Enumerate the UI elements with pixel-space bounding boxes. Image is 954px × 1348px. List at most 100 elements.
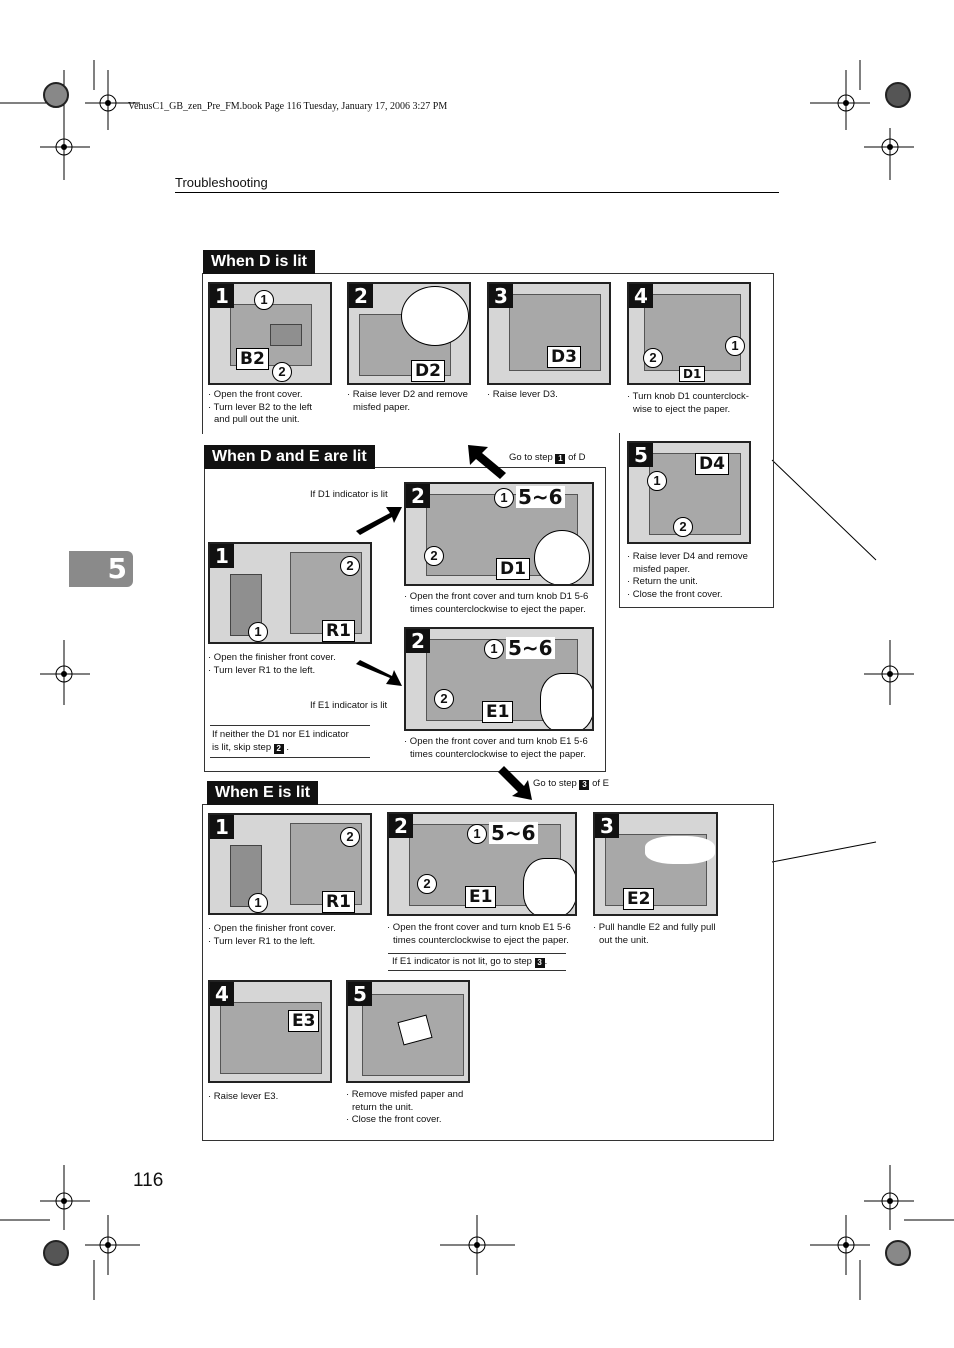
- callout-2: 2: [643, 348, 663, 368]
- caption-line: · Raise lever D2 and remove: [347, 389, 468, 402]
- zoom-inset: [401, 286, 469, 346]
- step-number: 2: [406, 484, 430, 508]
- caption-line: · Open the finisher front cover.: [208, 923, 336, 936]
- caption-line: return the unit.: [346, 1102, 463, 1115]
- lever-label-r1: R1: [322, 891, 355, 913]
- arrow-to-d1-step: [354, 503, 404, 535]
- step-d-2-illustration: 2 D2: [347, 282, 471, 385]
- knob-inset: [534, 530, 590, 586]
- callout-2: 2: [424, 546, 444, 566]
- section-d-heading: When D is lit: [203, 250, 315, 274]
- note-text: If E1 indicator is not lit, go to step: [392, 956, 532, 967]
- knob-inset: [523, 858, 577, 916]
- caption-line: out the unit.: [593, 935, 716, 948]
- note-text: is lit, skip step: [212, 742, 271, 753]
- arrow-to-e1-step: [354, 660, 404, 692]
- caption-line: · Raise lever D3.: [487, 389, 558, 402]
- step-number: 2: [406, 629, 430, 653]
- goto-text: of E: [592, 778, 609, 789]
- caption-line: · Open the front cover.: [208, 389, 312, 402]
- step-number: 1: [210, 284, 234, 308]
- caption-line: · Open the front cover and turn knob E1 …: [404, 736, 588, 749]
- step-ref-box: 3: [535, 958, 545, 968]
- caption-line: wise to eject the paper.: [627, 404, 749, 417]
- step-d-4-caption: · Turn knob D1 counterclock- wise to eje…: [627, 391, 749, 416]
- step-d-3-caption: · Raise lever D3.: [487, 389, 558, 402]
- knob-label-d1: D1: [679, 366, 705, 382]
- callout-1: 1: [494, 488, 514, 508]
- callout-1: 1: [725, 336, 745, 356]
- caption-line: · Turn lever B2 to the left: [208, 402, 312, 415]
- step-e-4-illustration: 4 E3: [208, 980, 332, 1083]
- step-d-5-illustration: 5 D4 1 2: [627, 441, 751, 544]
- step-e-3-caption: · Pull handle E2 and fully pull out the …: [593, 922, 716, 947]
- caption-line: · Return the unit.: [627, 576, 748, 589]
- callout-1: 1: [467, 824, 487, 844]
- section-e-heading: When E is lit: [207, 781, 318, 805]
- goto-step-3-of-e: Go to step 3 of E: [533, 778, 609, 790]
- step-de-2-e1-caption: · Open the front cover and turn knob E1 …: [404, 736, 588, 761]
- if-d1-note: If D1 indicator is lit: [310, 489, 388, 500]
- arrow-down-to-e: [496, 766, 536, 802]
- step-e-4-caption: · Raise lever E3.: [208, 1091, 278, 1104]
- step-e-2-caption: · Open the front cover and turn knob E1 …: [387, 922, 571, 947]
- callout-2: 2: [272, 362, 292, 382]
- running-head: Troubleshooting: [175, 175, 268, 190]
- callout-1: 1: [254, 290, 274, 310]
- rotation-count: 5~6: [506, 637, 555, 659]
- step-number: 3: [595, 814, 619, 838]
- step-d-3-illustration: 3 D3: [487, 282, 611, 385]
- step-e-1-caption: · Open the finisher front cover. · Turn …: [208, 923, 336, 948]
- callout-2: 2: [673, 517, 693, 537]
- rotation-count: 5~6: [516, 486, 565, 508]
- caption-line: · Raise lever E3.: [208, 1091, 278, 1104]
- goto-text: of D: [568, 452, 585, 463]
- step-d-4-illustration: 4 1 2 D1: [627, 282, 751, 385]
- callout-1: 1: [248, 893, 268, 913]
- step-number: 2: [349, 284, 373, 308]
- caption-line: and pull out the unit.: [208, 414, 312, 427]
- step-number: 5: [629, 443, 653, 467]
- caption-line: times counterclockwise to eject the pape…: [404, 604, 588, 617]
- lever-label-d4: D4: [695, 453, 729, 475]
- caption-line: times counterclockwise to eject the pape…: [387, 935, 571, 948]
- step-d-1-caption: · Open the front cover. · Turn lever B2 …: [208, 389, 312, 427]
- caption-line: · Close the front cover.: [346, 1114, 463, 1127]
- caption-line: · Turn lever R1 to the left.: [208, 936, 336, 949]
- page-number: 116: [133, 1170, 163, 1192]
- if-e1-note: If E1 indicator is lit: [310, 700, 387, 711]
- knob-label-e1: E1: [482, 701, 513, 723]
- lever-shape: [270, 324, 302, 346]
- step-number: 3: [489, 284, 513, 308]
- step-e-2-illustration: 2 1 5~6 2 E1: [387, 812, 577, 916]
- knob-inset: [540, 673, 594, 731]
- step-de-1-illustration: 1 2 1 R1: [208, 542, 372, 644]
- file-info-line: VenusC1_GB_zen_Pre_FM.book Page 116 Tues…: [128, 101, 447, 112]
- caption-line: times counterclockwise to eject the pape…: [404, 749, 588, 762]
- chapter-tab: 5: [69, 551, 133, 587]
- hand-shape: [645, 836, 715, 864]
- step-de-1-caption: · Open the finisher front cover. · Turn …: [208, 652, 336, 677]
- callout-1: 1: [647, 471, 667, 491]
- step-d-1-illustration: 1 1 2 B2: [208, 282, 332, 385]
- caption-line: misfed paper.: [347, 402, 468, 415]
- step-number: 2: [389, 814, 413, 838]
- step-number: 5: [348, 982, 372, 1006]
- callout-1: 1: [484, 639, 504, 659]
- caption-line: · Open the finisher front cover.: [208, 652, 336, 665]
- chapter-tab-number: 5: [108, 552, 127, 585]
- callout-2: 2: [434, 689, 454, 709]
- step-e-3-illustration: 3 E2: [593, 812, 718, 916]
- step-de-2-d1-illustration: 2 1 5~6 2 D1: [404, 482, 594, 586]
- goto-step-1-of-d: Go to step 1 of D: [509, 452, 586, 464]
- caption-line: misfed paper.: [627, 564, 748, 577]
- callout-2: 2: [340, 556, 360, 576]
- goto-text: Go to step: [509, 452, 553, 463]
- step-number: 4: [629, 284, 653, 308]
- lever-label-b2: B2: [236, 348, 269, 370]
- step-ref-box: 3: [579, 780, 589, 790]
- lever-label-r1: R1: [322, 620, 355, 642]
- caption-line: · Open the front cover and turn knob D1 …: [404, 591, 588, 604]
- caption-line: · Turn lever R1 to the left.: [208, 665, 336, 678]
- note-line: is lit, skip step 2 .: [212, 742, 368, 755]
